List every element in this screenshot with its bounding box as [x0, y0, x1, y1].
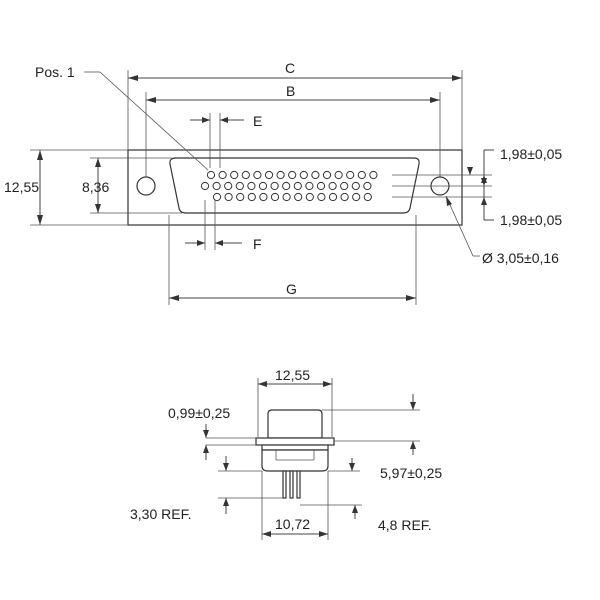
pin-contact: [224, 192, 233, 202]
pin-contact: [241, 170, 250, 180]
pin-contact: [340, 181, 349, 191]
dim-hole: Ø 3,05±0,16: [482, 250, 559, 266]
pin-contact: [236, 192, 245, 202]
pin-contact: [305, 181, 314, 191]
pin-contact: [369, 170, 378, 180]
mounting-hole-left: [136, 176, 156, 196]
pin-contact: [206, 170, 216, 180]
dim-side-ref: 4,8 REF.: [378, 517, 432, 533]
pin-contact: [270, 181, 279, 191]
pin-contact: [288, 170, 297, 180]
pos1-label: Pos. 1: [35, 64, 75, 80]
pin-contact: [293, 181, 302, 191]
pin-contact: [328, 181, 337, 191]
pin-contact: [334, 170, 343, 180]
pin-contact: [322, 170, 332, 180]
dim-row-top: 1,98±0,05: [500, 146, 562, 162]
pin-contact: [264, 170, 274, 180]
dim-f-label: F: [253, 236, 262, 252]
front-view: Pos. 1 C B E F: [4, 60, 562, 305]
dim-side-width-top: 12,55: [275, 367, 310, 383]
pin-contact: [258, 181, 268, 191]
side-pin-2: [289, 470, 294, 499]
pin-contact: [276, 170, 285, 180]
side-body-lower: [261, 449, 329, 472]
pin-contact: [230, 170, 239, 180]
pin-contact: [270, 192, 280, 202]
dim-c-label: C: [285, 60, 295, 76]
pin-contact: [352, 192, 361, 202]
pin-contact: [317, 192, 326, 202]
pin-contact: [212, 181, 221, 191]
pin-contact: [247, 181, 256, 191]
pin-contact: [235, 181, 244, 191]
pin-contact: [340, 192, 349, 202]
pin-contact: [253, 170, 262, 180]
dim-side-height: 5,97±0,25: [380, 465, 442, 481]
pin-contact: [200, 181, 210, 191]
dim-height-inner: 8,36: [82, 179, 109, 195]
side-pin-3: [296, 470, 301, 499]
side-view: 12,55 0,99±0,25 5,97±0,25 3,30 REF.: [130, 367, 442, 540]
dim-b-label: B: [286, 83, 295, 99]
pin-contact: [282, 192, 291, 202]
side-pin-1: [282, 470, 287, 499]
dim-g-label: G: [286, 281, 297, 297]
pin-contact: [224, 181, 233, 191]
pin-contact: [357, 170, 366, 180]
dim-side-flange: 0,99±0,25: [168, 405, 230, 421]
pin-contact: [351, 181, 360, 191]
side-shell-top: [267, 409, 323, 439]
pin-contact: [363, 192, 372, 202]
dim-row-bottom: 1,98±0,05: [500, 212, 562, 228]
pin-contact: [299, 170, 308, 180]
pin-contact: [305, 192, 314, 202]
side-flange: [255, 437, 335, 446]
pin-contact: [259, 192, 268, 202]
dim-e-label: E: [253, 113, 262, 129]
pin-contact: [212, 192, 222, 202]
pin-contact: [282, 181, 291, 191]
pin-contact: [363, 181, 372, 191]
dim-height-outer: 12,55: [4, 179, 39, 195]
pin-contact: [294, 192, 303, 202]
pin-contact: [346, 170, 355, 180]
pin-contact: [218, 170, 227, 180]
pin-contact: [247, 192, 256, 202]
dim-side-width-bottom: 10,72: [275, 516, 310, 532]
side-flange-lip: [261, 444, 329, 451]
pin-contact: [311, 170, 320, 180]
pin-array: [200, 170, 378, 202]
pin-contact: [328, 192, 338, 202]
pin-contact: [316, 181, 326, 191]
dim-side-pin-ref: 3,30 REF.: [130, 506, 191, 522]
